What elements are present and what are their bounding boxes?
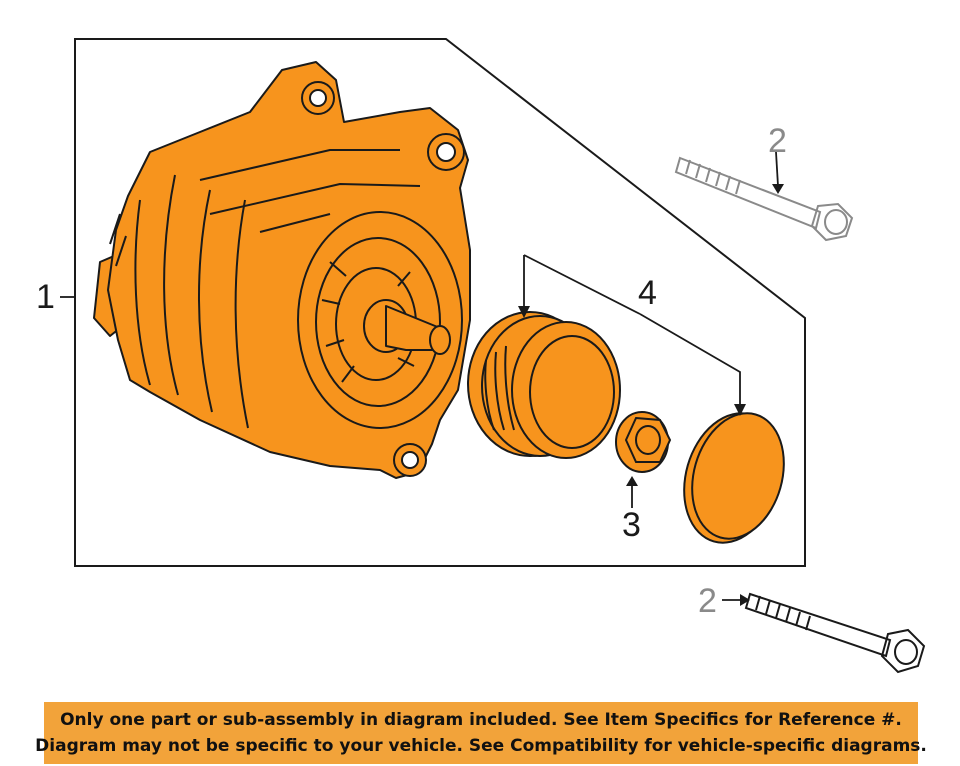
banner-line-2: Diagram may not be specific to your vehi… (35, 736, 927, 756)
mounting-bolt-bottom (744, 592, 926, 674)
arrowheads (518, 184, 784, 606)
callout-2-bottom: 2 (698, 582, 717, 620)
pulley (467, 311, 621, 459)
callout-1: 1 (36, 278, 55, 316)
leader-lines (60, 151, 779, 601)
disclaimer-banner: Only one part or sub-assembly in diagram… (35, 702, 927, 764)
callout-4: 4 (638, 274, 657, 312)
callout-3: 3 (622, 506, 641, 544)
pulley-cap (683, 412, 785, 544)
callout-2-top: 2 (768, 122, 787, 160)
mounting-bolt-top (674, 156, 854, 242)
banner-line-1: Only one part or sub-assembly in diagram… (60, 710, 902, 730)
alternator (93, 61, 471, 479)
pulley-nut (615, 411, 672, 473)
assembly-frame (74, 38, 806, 567)
parts-diagram: 1 2 4 3 2 (36, 38, 926, 674)
